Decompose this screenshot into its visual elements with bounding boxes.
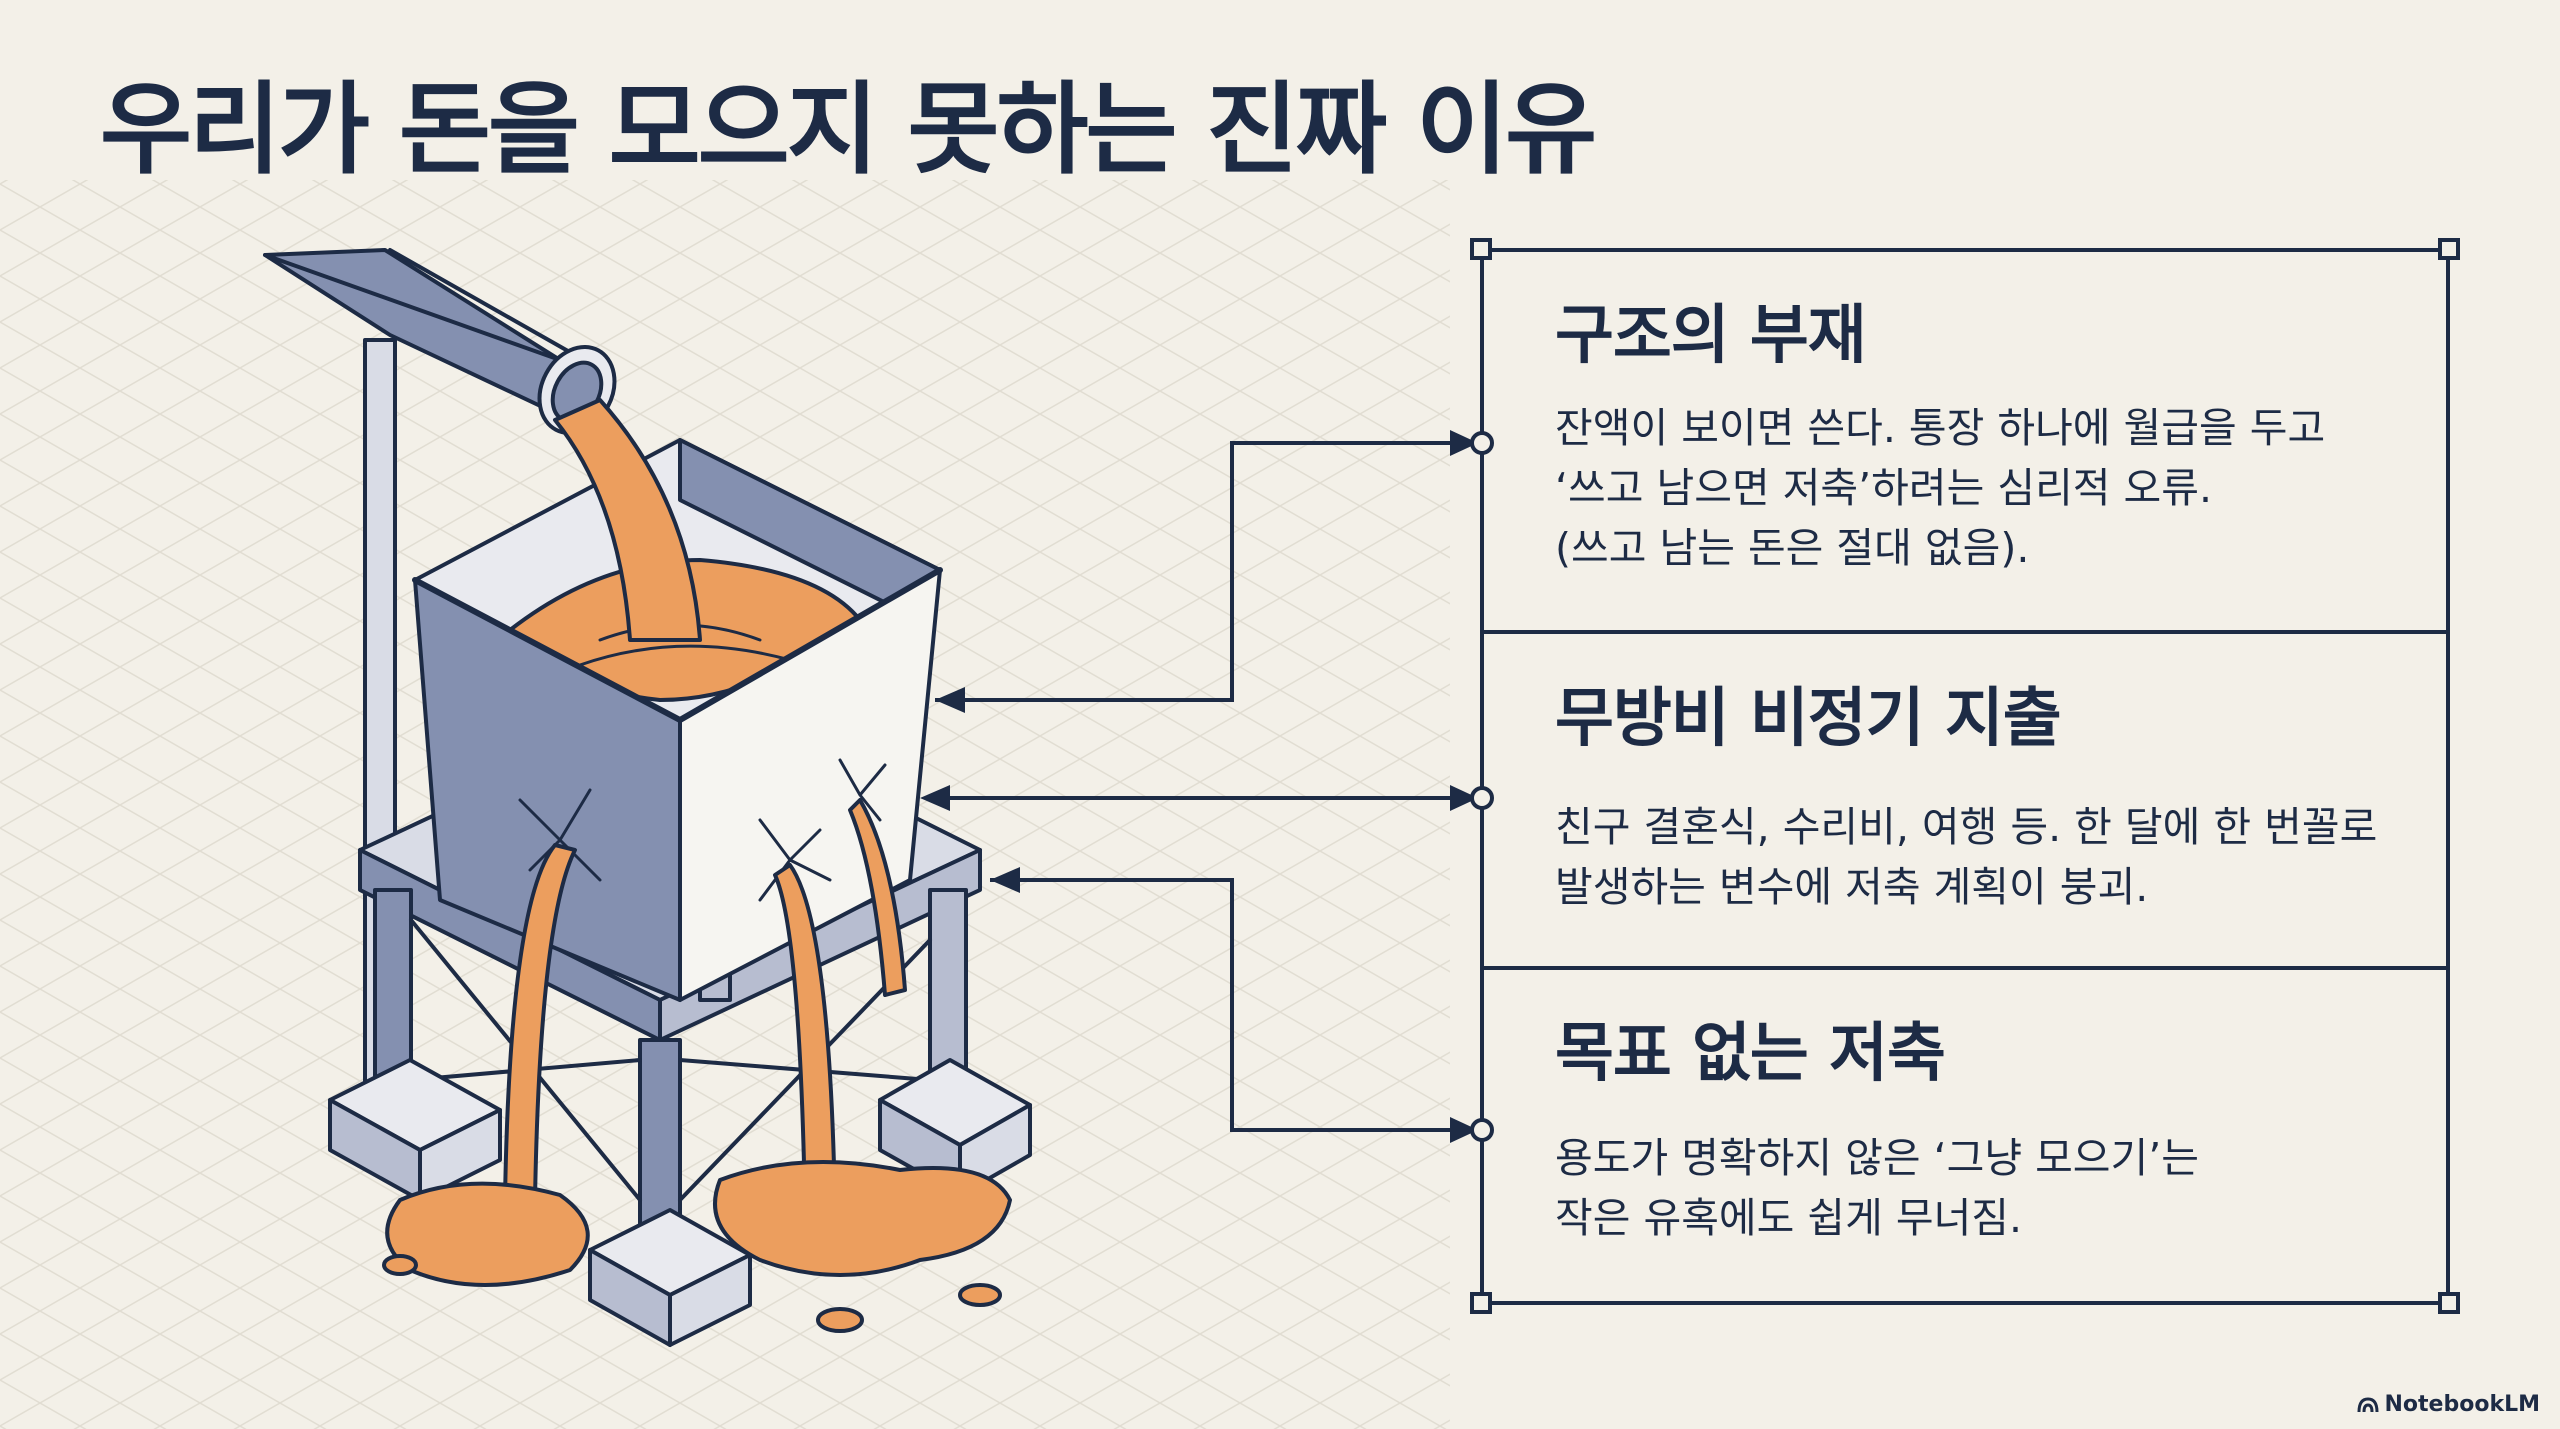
section-text-line: 용도가 명확하지 않은 ‘그냥 모으기’는 (1555, 1133, 2199, 1182)
section-text-line: (쓰고 남는 돈은 절대 없음). (1555, 523, 2030, 572)
section-structure-absence: 구조의 부재 잔액이 보이면 쓴다. 통장 하나에 월급을 두고 ‘쓰고 남으면… (1555, 299, 2435, 578)
section-text-line: ‘쓰고 남으면 저축’하려는 심리적 오류. (1555, 463, 2213, 512)
leaking-tank-illustration (263, 248, 1032, 1347)
section-text-line: 발생하는 변수에 저축 계획이 붕괴. (1555, 862, 2149, 911)
section-heading: 구조의 부재 (1555, 299, 1867, 373)
section-text-line: 잔액이 보이면 쓴다. 통장 하나에 월급을 두고 (1555, 403, 2326, 452)
notebooklm-logo-icon (2357, 1396, 2379, 1412)
section-heading: 무방비 비정기 지출 (1555, 682, 2062, 756)
section-heading: 목표 없는 저축 (1555, 1017, 1946, 1091)
section-aimless-saving: 목표 없는 저축 용도가 명확하지 않은 ‘그냥 모으기’는 작은 유혹에도 쉽… (1555, 1017, 2435, 1248)
section-text-line: 작은 유혹에도 쉽게 무너짐. (1555, 1193, 2023, 1242)
page-title: 우리가 돈을 모으지 못하는 진짜 이유 (100, 71, 1597, 188)
section-irregular-spending: 무방비 비정기 지출 친구 결혼식, 수리비, 여행 등. 한 달에 한 번꼴로… (1555, 682, 2435, 917)
watermark-text: NotebookLM (2384, 1392, 2540, 1417)
notebooklm-watermark: NotebookLM (2357, 1392, 2540, 1417)
section-text-line: 친구 결혼식, 수리비, 여행 등. 한 달에 한 번꼴로 (1555, 802, 2378, 851)
